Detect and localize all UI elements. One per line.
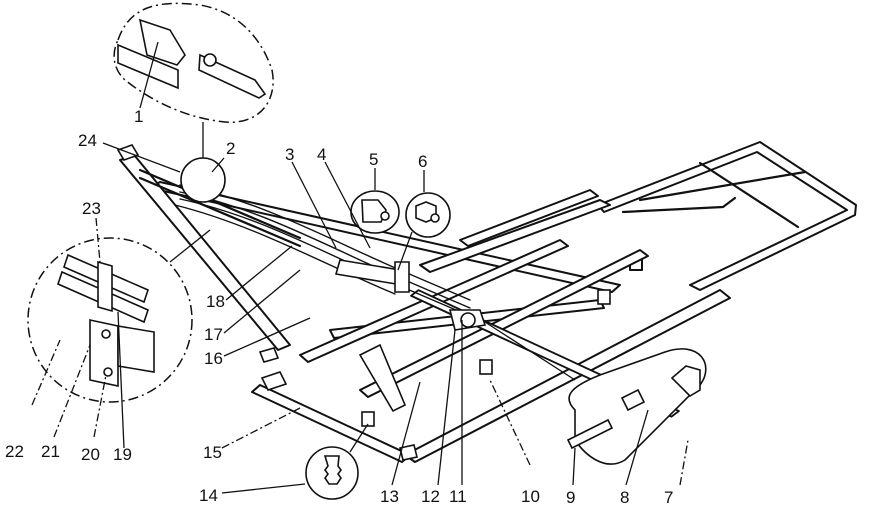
leader-18 <box>225 245 293 301</box>
leader-23 <box>95 217 101 263</box>
drawbar-brace-2 <box>138 176 302 248</box>
callout-6: 6 <box>418 152 427 171</box>
detail-elbow-connector <box>484 321 576 381</box>
hose-barb <box>566 418 614 450</box>
cylinder-mount <box>394 261 410 293</box>
leader-4 <box>324 161 371 249</box>
fitting-detail-5 <box>350 190 400 234</box>
front-crossbar <box>251 384 411 463</box>
leader-22 <box>31 339 61 406</box>
leader-17 <box>223 269 301 334</box>
elbow-fitting-detail <box>484 321 707 465</box>
callout-8: 8 <box>620 488 629 507</box>
callout-19: 19 <box>113 445 132 464</box>
callout-18: 18 <box>206 292 225 311</box>
leader-3 <box>291 161 337 249</box>
leader-15 <box>221 407 301 449</box>
callout-22: 22 <box>5 442 24 461</box>
standoff-3 <box>597 289 611 305</box>
wheel-arm <box>358 343 407 413</box>
callout-3: 3 <box>285 145 294 164</box>
detail-outline-1 <box>113 2 274 123</box>
rear-frame-crossbar <box>638 170 807 202</box>
callout-21: 21 <box>41 442 60 461</box>
detail-14-connector <box>349 423 369 453</box>
frame-end-clevis <box>399 444 418 461</box>
rear-frame-outer <box>597 141 857 291</box>
clamp-strap <box>97 260 113 313</box>
fitting-5-tip <box>380 211 390 221</box>
rear-frame-crossbar-2 <box>698 161 800 229</box>
standoff-2 <box>479 359 493 375</box>
leader-24 <box>102 142 181 173</box>
front-bracket <box>258 347 280 363</box>
standoff-1 <box>361 411 375 427</box>
callout-20: 20 <box>81 445 100 464</box>
leader-8 <box>625 409 649 486</box>
square-tube-socket <box>117 325 155 373</box>
inner-rail-2 <box>359 249 649 398</box>
callout-1: 1 <box>134 107 143 126</box>
clamp-bolt-lower <box>103 367 113 377</box>
detail-outline-clamp <box>27 237 193 403</box>
clamp-bolt-upper <box>101 329 111 339</box>
leader-9 <box>572 447 576 486</box>
coupler-bracket <box>117 43 179 90</box>
callout-14: 14 <box>199 486 218 505</box>
leader-lines <box>31 41 689 494</box>
callout-7: 7 <box>664 488 673 507</box>
callout-24: 24 <box>78 131 97 150</box>
leader-13 <box>391 381 421 486</box>
grease-fitting-detail <box>305 423 369 500</box>
grease-fitting <box>323 455 342 485</box>
hose-line-4 <box>174 204 396 295</box>
detail-clamp-connector <box>169 229 211 263</box>
valve-fitting <box>460 312 476 328</box>
callout-labels: 1 2 3 4 5 6 7 8 9 10 11 12 13 14 15 16 1… <box>5 107 673 507</box>
leader-12 <box>437 329 456 486</box>
callout-10: 10 <box>521 487 540 506</box>
elbow-body <box>670 365 701 398</box>
leader-20 <box>93 374 107 438</box>
callout-15: 15 <box>203 443 222 462</box>
callout-16: 16 <box>204 349 223 368</box>
fitting-6-tip <box>430 213 440 223</box>
upper-beam-2 <box>459 189 599 247</box>
callout-17: 17 <box>204 325 223 344</box>
fitting-detail-6 <box>397 192 451 271</box>
callout-11: 11 <box>449 487 467 506</box>
coupler-body <box>138 18 186 66</box>
leader-2 <box>211 157 225 173</box>
hose-clamp-bracket-detail <box>27 229 211 403</box>
coupler-nut <box>203 53 217 67</box>
leader-7 <box>679 439 689 486</box>
bottom-side-rail <box>404 289 731 463</box>
leader-16 <box>223 317 311 357</box>
coupler-nipple <box>198 53 267 99</box>
leader-21 <box>53 344 91 438</box>
rear-frame-brace <box>621 196 737 214</box>
leader-1 <box>139 41 159 109</box>
callout-13: 13 <box>380 487 399 506</box>
callout-23: 23 <box>82 199 101 218</box>
leader-19 <box>117 311 125 449</box>
callout-12: 12 <box>421 487 440 506</box>
leader-14 <box>221 483 306 494</box>
main-frame <box>116 141 857 463</box>
detail-6-connector <box>397 231 413 271</box>
callout-9: 9 <box>566 488 575 507</box>
callout-2: 2 <box>226 139 235 158</box>
callout-4: 4 <box>317 145 326 164</box>
front-hitch-block <box>260 371 288 391</box>
adapter-nut <box>620 388 646 412</box>
upper-beam <box>419 199 611 273</box>
drawbar-brace <box>138 168 302 240</box>
callout-5: 5 <box>369 150 378 169</box>
